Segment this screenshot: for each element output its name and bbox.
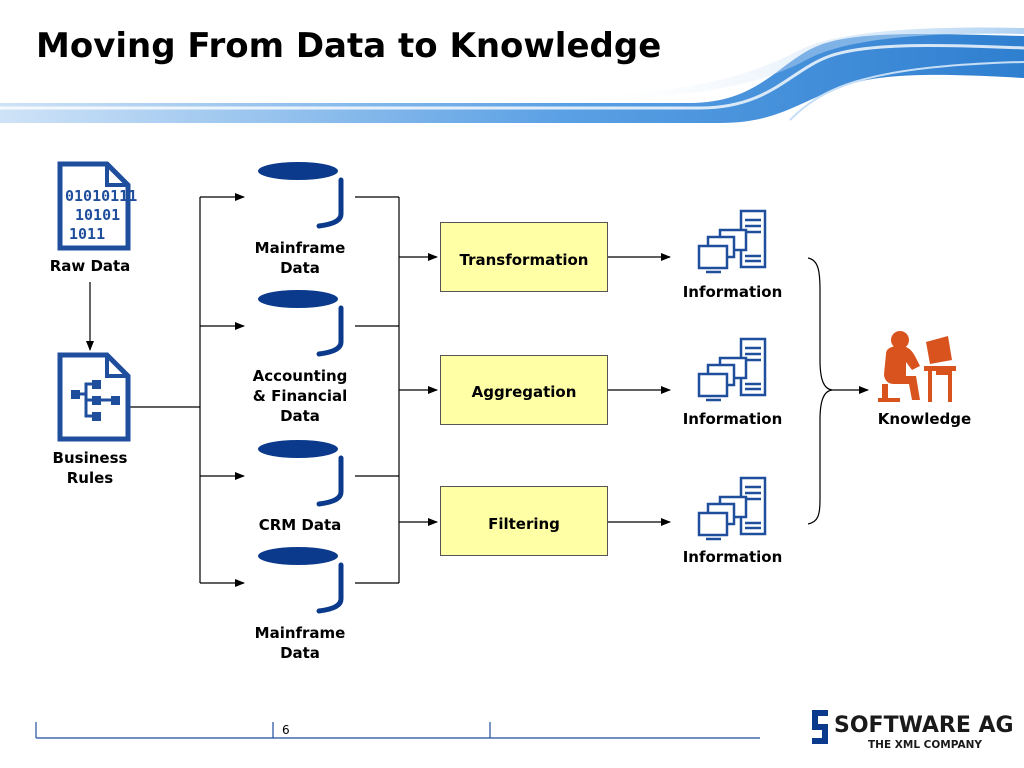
information-label-2: Information bbox=[682, 410, 783, 428]
information-label-1: Information bbox=[682, 283, 783, 301]
computer-network-icon bbox=[697, 476, 767, 541]
process-label: Aggregation bbox=[471, 383, 577, 401]
svg-text:10101: 10101 bbox=[75, 206, 120, 224]
computer-network-icon bbox=[697, 337, 767, 402]
software-ag-logo: SOFTWARE AG THE XML COMPANY bbox=[812, 710, 1014, 751]
process-filtering: Filtering bbox=[440, 486, 608, 556]
svg-text:1011: 1011 bbox=[69, 225, 105, 243]
curly-brace bbox=[807, 257, 833, 525]
document-binary-icon: 01010111 10101 1011 bbox=[57, 161, 137, 251]
information-label-3: Information bbox=[682, 548, 783, 566]
db-label-crm: CRM Data bbox=[258, 516, 342, 534]
page-number: 6 bbox=[282, 723, 290, 737]
slide-title: Moving From Data to Knowledge bbox=[36, 26, 662, 66]
document-flowchart-icon bbox=[57, 352, 131, 442]
db-label-mainframe-1: Mainframe Data bbox=[254, 239, 346, 277]
svg-text:THE XML COMPANY: THE XML COMPANY bbox=[868, 739, 982, 751]
footer-rule bbox=[35, 722, 760, 739]
db-label-accounting: Accounting & Financial Data bbox=[252, 367, 348, 425]
database-icon bbox=[258, 290, 344, 357]
svg-text:SOFTWARE AG: SOFTWARE AG bbox=[834, 713, 1014, 738]
person-at-desk-icon bbox=[878, 331, 956, 402]
process-label: Filtering bbox=[488, 515, 560, 533]
process-aggregation: Aggregation bbox=[440, 355, 608, 425]
business-rules-label: Business Rules bbox=[52, 449, 128, 487]
knowledge-label: Knowledge bbox=[877, 410, 972, 428]
process-label: Transformation bbox=[459, 251, 589, 269]
database-icon bbox=[258, 162, 344, 229]
database-icon bbox=[258, 440, 344, 507]
header-banner bbox=[0, 27, 1024, 123]
computer-network-icon bbox=[697, 209, 767, 274]
process-transformation: Transformation bbox=[440, 222, 608, 292]
svg-text:01010111: 01010111 bbox=[65, 187, 137, 205]
raw-data-label: Raw Data bbox=[49, 257, 131, 275]
database-icon bbox=[258, 547, 344, 614]
db-label-mainframe-2: Mainframe Data bbox=[254, 624, 346, 662]
